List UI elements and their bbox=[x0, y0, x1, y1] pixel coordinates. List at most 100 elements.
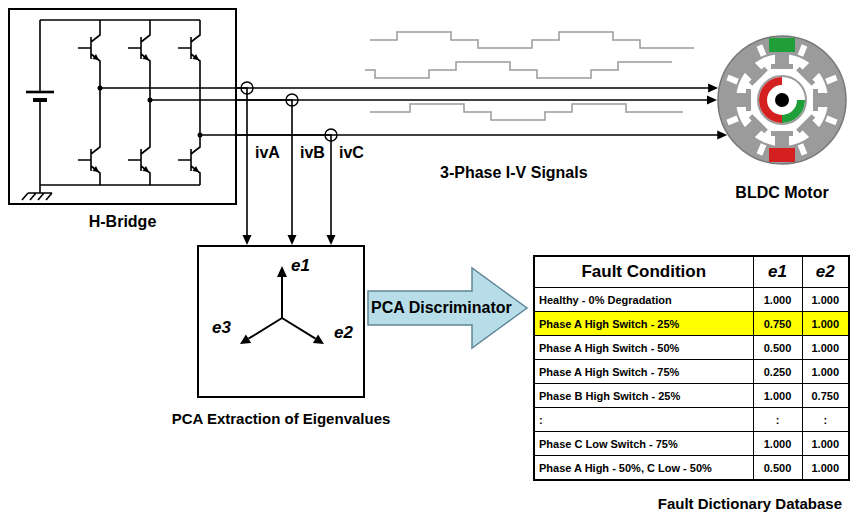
illustration-part bbox=[758, 76, 806, 124]
signal-name: ivA bbox=[255, 143, 280, 162]
arrowhead bbox=[288, 235, 297, 245]
table-cell-text: Phase A High Switch - 50% bbox=[539, 342, 749, 354]
signal-wire bbox=[237, 94, 298, 245]
block-arrow-shape bbox=[368, 268, 527, 348]
illustration-part bbox=[726, 75, 738, 85]
phase-outputs bbox=[100, 88, 236, 135]
table-cell-text: 0.750 bbox=[807, 390, 845, 402]
motor-drawing bbox=[717, 35, 847, 165]
axis-arrowhead bbox=[313, 334, 324, 344]
transistor-symbol bbox=[178, 28, 200, 68]
table-cell-text: Phase A High - 50%, C Low - 50% bbox=[539, 462, 749, 474]
table-cell-text: 1.000 bbox=[807, 438, 845, 450]
table-cell: Phase B High Switch - 25% bbox=[534, 384, 753, 408]
illustration-part bbox=[718, 36, 846, 164]
table-cell-text: : bbox=[807, 414, 845, 426]
table-cell: 1.000 bbox=[802, 336, 849, 360]
waveform bbox=[365, 62, 672, 78]
table-cell-text: 1.000 bbox=[807, 294, 845, 306]
transistor-symbol bbox=[78, 140, 100, 180]
signal-wire bbox=[237, 84, 718, 93]
illustration-part bbox=[771, 131, 793, 136]
node-caption: H-Bridge bbox=[89, 212, 157, 231]
battery-plate bbox=[33, 98, 47, 102]
illustration-part bbox=[813, 89, 818, 111]
signal-name: ivC bbox=[339, 143, 364, 162]
signal-wire bbox=[237, 96, 717, 105]
table-cell: 0.250 bbox=[753, 360, 802, 384]
signal-label: 3-Phase I-V Signals bbox=[440, 163, 588, 182]
table-header: e2 bbox=[807, 262, 845, 282]
fault-table-grid: Fault Conditione1e2Healthy - 0% Degradat… bbox=[533, 255, 850, 481]
table-cell: Phase C Low Switch - 75% bbox=[534, 432, 753, 456]
table-row: Phase A High Switch - 50% 0.500 1.000 bbox=[534, 336, 849, 360]
illustration-part bbox=[726, 116, 738, 126]
illustration-part bbox=[736, 54, 828, 146]
axis-lines bbox=[249, 276, 316, 339]
table-cell: 1.000 bbox=[802, 360, 849, 384]
table-cell: Healthy - 0% Degradation bbox=[534, 288, 753, 312]
illustration-part bbox=[769, 38, 795, 52]
table-cell-text: 0.250 bbox=[758, 366, 798, 378]
current-sensor-ring bbox=[325, 129, 337, 141]
table-row: Healthy - 0% Degradation 1.000 1.000 bbox=[534, 288, 849, 312]
table-cell: : bbox=[534, 408, 753, 432]
illustration-part bbox=[775, 93, 789, 107]
bldc-motor: BLDC Motor bbox=[717, 35, 847, 165]
wire-line bbox=[237, 99, 708, 101]
leg-wires bbox=[100, 20, 200, 185]
phase-waveforms bbox=[365, 32, 694, 120]
illustration-part bbox=[771, 64, 793, 69]
current-sensor-ring bbox=[286, 94, 298, 106]
node-caption: PCA Extraction of Eigenvalues bbox=[172, 410, 391, 428]
table-cell: 1.000 bbox=[802, 432, 849, 456]
signal-name: ivB bbox=[300, 143, 325, 162]
table-cell: Phase A High Switch - 25% bbox=[534, 312, 753, 336]
table-cell: 1.000 bbox=[753, 432, 802, 456]
table-row: Phase A High - 50%, C Low - 50% 0.500 1.00… bbox=[534, 456, 849, 481]
transistor-symbol bbox=[128, 140, 150, 180]
table-cell: 0.750 bbox=[802, 384, 849, 408]
waveform bbox=[370, 104, 683, 120]
table-cell-text: Phase A High Switch - 25% bbox=[539, 318, 749, 330]
table-cell: : bbox=[753, 408, 802, 432]
axis-arrowhead bbox=[240, 334, 251, 344]
table-cell: 0.500 bbox=[753, 456, 802, 481]
tap-line bbox=[237, 135, 331, 236]
table-cell: : bbox=[802, 408, 849, 432]
highlighted-row: Phase A High Switch - 25%0.7501.000 bbox=[534, 312, 849, 336]
fault-dictionary-table: Fault Conditione1e2Healthy - 0% Degradat… bbox=[533, 255, 848, 481]
table-cell-text: 0.750 bbox=[758, 318, 798, 330]
axis-label: e2 bbox=[334, 323, 353, 343]
table-cell-text: : bbox=[539, 414, 749, 426]
table-header: e1 bbox=[758, 262, 798, 282]
table-cell: 1.000 bbox=[753, 384, 802, 408]
waveform bbox=[370, 32, 694, 48]
table-row: ::: bbox=[534, 408, 849, 432]
h-bridge-box: H-Bridge bbox=[8, 8, 237, 205]
node-caption: Fault Dictionary Database bbox=[658, 495, 842, 513]
transistors bbox=[78, 28, 203, 180]
battery-plate bbox=[26, 91, 54, 94]
rails bbox=[40, 20, 200, 185]
table-cell-text: 1.000 bbox=[807, 342, 845, 354]
signal-wire bbox=[237, 129, 337, 245]
arrow-label: PCA Discriminator bbox=[370, 299, 513, 317]
pca-axes bbox=[240, 266, 324, 344]
block-arrow bbox=[368, 268, 527, 348]
table-cell: 0.500 bbox=[753, 336, 802, 360]
table-cell-text: 1.000 bbox=[758, 294, 798, 306]
transistor-symbol bbox=[178, 140, 200, 180]
illustration-part bbox=[825, 75, 837, 85]
illustration-part bbox=[798, 143, 808, 155]
table-cell-text: 1.000 bbox=[758, 390, 798, 402]
table-cell-text: 1.000 bbox=[807, 462, 845, 474]
illustration-part bbox=[825, 116, 837, 126]
header-row: Fault Conditione1e2 bbox=[534, 256, 849, 288]
arrowhead bbox=[708, 84, 718, 93]
table-cell: Phase A High - 50%, C Low - 50% bbox=[534, 456, 753, 481]
table-cell: Phase A High Switch - 75% bbox=[534, 360, 753, 384]
table-cell-text: Phase A High Switch - 75% bbox=[539, 366, 749, 378]
signal-wire bbox=[237, 82, 253, 245]
tap-line bbox=[237, 88, 247, 236]
